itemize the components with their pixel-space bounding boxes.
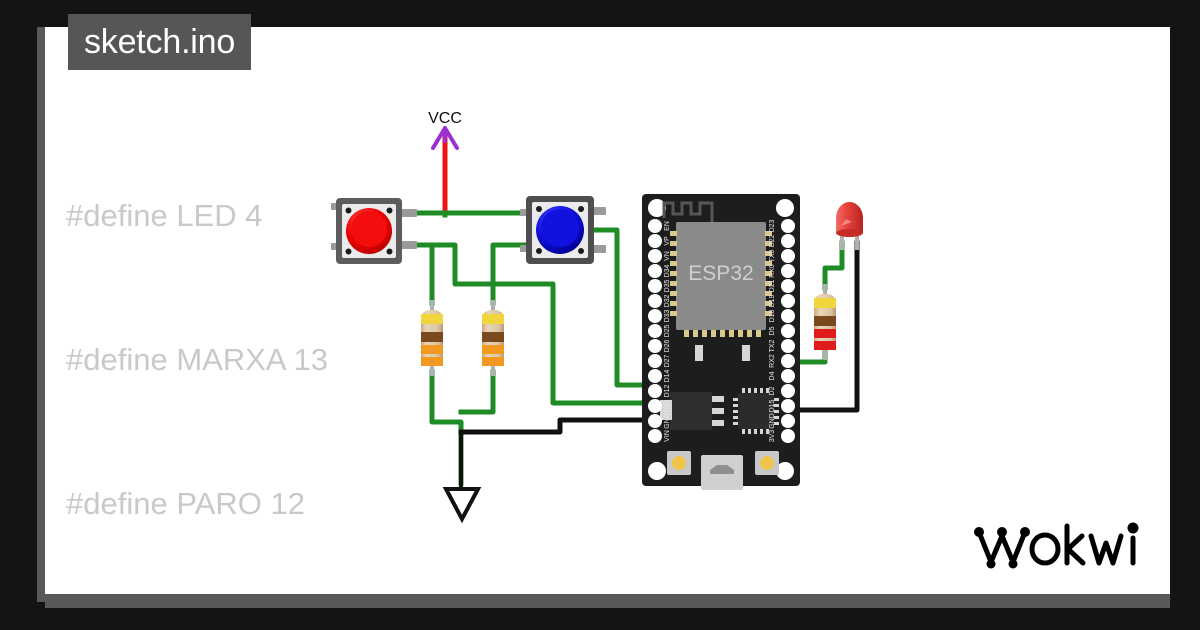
svg-text:D18: D18 bbox=[769, 309, 776, 322]
svg-text:D14: D14 bbox=[664, 369, 671, 382]
gnd-symbol bbox=[442, 487, 482, 524]
wire-gnd-black bbox=[458, 417, 653, 435]
svg-text:D2: D2 bbox=[769, 386, 776, 395]
wire-res2-to-gnd bbox=[458, 369, 496, 415]
wire-group bbox=[411, 135, 860, 492]
svg-text:D15: D15 bbox=[769, 399, 776, 412]
wire-blue-btn-to-d13 bbox=[593, 227, 653, 388]
vcc-label: VCC bbox=[428, 110, 462, 127]
wokwi-logo bbox=[974, 522, 1139, 569]
svg-text:D25: D25 bbox=[664, 324, 671, 337]
wire-res1-to-gnd bbox=[429, 369, 464, 486]
wokwi-logo-dot bbox=[1127, 522, 1139, 534]
file-tab-sketch-ino[interactable]: sketch.ino bbox=[68, 14, 252, 70]
resistor-led[interactable] bbox=[814, 284, 836, 360]
svg-text:GND: GND bbox=[664, 413, 671, 429]
svg-text:D34: D34 bbox=[664, 264, 671, 277]
svg-text:3V3: 3V3 bbox=[769, 430, 776, 443]
esp32-usb-port bbox=[701, 455, 743, 490]
editor-bottom-strip bbox=[45, 594, 1170, 608]
svg-text:D4: D4 bbox=[769, 371, 776, 380]
wire-blue-btn-signal bbox=[490, 242, 531, 306]
svg-text:D5: D5 bbox=[769, 326, 776, 335]
svg-text:EN: EN bbox=[664, 221, 671, 231]
wire-red-btn-signal bbox=[414, 242, 435, 306]
editor-panel bbox=[45, 27, 1170, 594]
esp32-board[interactable]: ESP32 bbox=[642, 194, 800, 490]
resistor-2[interactable] bbox=[482, 300, 504, 376]
led-red[interactable] bbox=[836, 202, 863, 250]
svg-text:VN: VN bbox=[664, 251, 671, 261]
svg-text:TX2: TX2 bbox=[769, 339, 776, 352]
pushbutton-red[interactable] bbox=[331, 198, 417, 264]
pushbutton-blue[interactable] bbox=[520, 196, 606, 264]
resistor-1[interactable] bbox=[421, 300, 443, 376]
svg-text:D19: D19 bbox=[769, 294, 776, 307]
svg-text:D22: D22 bbox=[769, 234, 776, 247]
svg-text:D13: D13 bbox=[664, 399, 671, 412]
wire-led-to-gnd bbox=[787, 240, 860, 413]
vcc-symbol: VCC bbox=[428, 110, 462, 150]
svg-text:RX2: RX2 bbox=[769, 354, 776, 368]
esp32-left-pin-labels: EN VP VN D34 D35 D32 D33 D25 D26 D27 D14… bbox=[664, 221, 671, 442]
svg-text:D26: D26 bbox=[664, 339, 671, 352]
esp32-button-boot[interactable] bbox=[755, 451, 779, 475]
svg-text:D12: D12 bbox=[664, 384, 671, 397]
wire-res-to-led bbox=[822, 240, 845, 291]
svg-text:D35: D35 bbox=[664, 279, 671, 292]
esp32-chip-label: ESP32 bbox=[688, 262, 753, 285]
svg-text:RX0: RX0 bbox=[769, 264, 776, 278]
esp32-left-header[interactable] bbox=[648, 219, 662, 443]
esp32-right-pin-labels: D23 D22 TX0 RX0 D21 D19 D18 D5 TX2 RX2 D… bbox=[769, 219, 776, 442]
svg-text:D33: D33 bbox=[664, 309, 671, 322]
svg-text:D27: D27 bbox=[664, 354, 671, 367]
wire-red-btn-to-d12 bbox=[429, 242, 653, 406]
svg-text:VP: VP bbox=[664, 236, 671, 246]
esp32-button-en[interactable] bbox=[667, 451, 691, 475]
svg-text:D23: D23 bbox=[769, 219, 776, 232]
svg-text:TX0: TX0 bbox=[769, 249, 776, 262]
svg-text:GND: GND bbox=[769, 413, 776, 429]
svg-text:D21: D21 bbox=[769, 279, 776, 292]
svg-text:D32: D32 bbox=[664, 294, 671, 307]
esp32-right-header[interactable] bbox=[781, 219, 795, 443]
svg-text:VIN: VIN bbox=[664, 430, 671, 442]
